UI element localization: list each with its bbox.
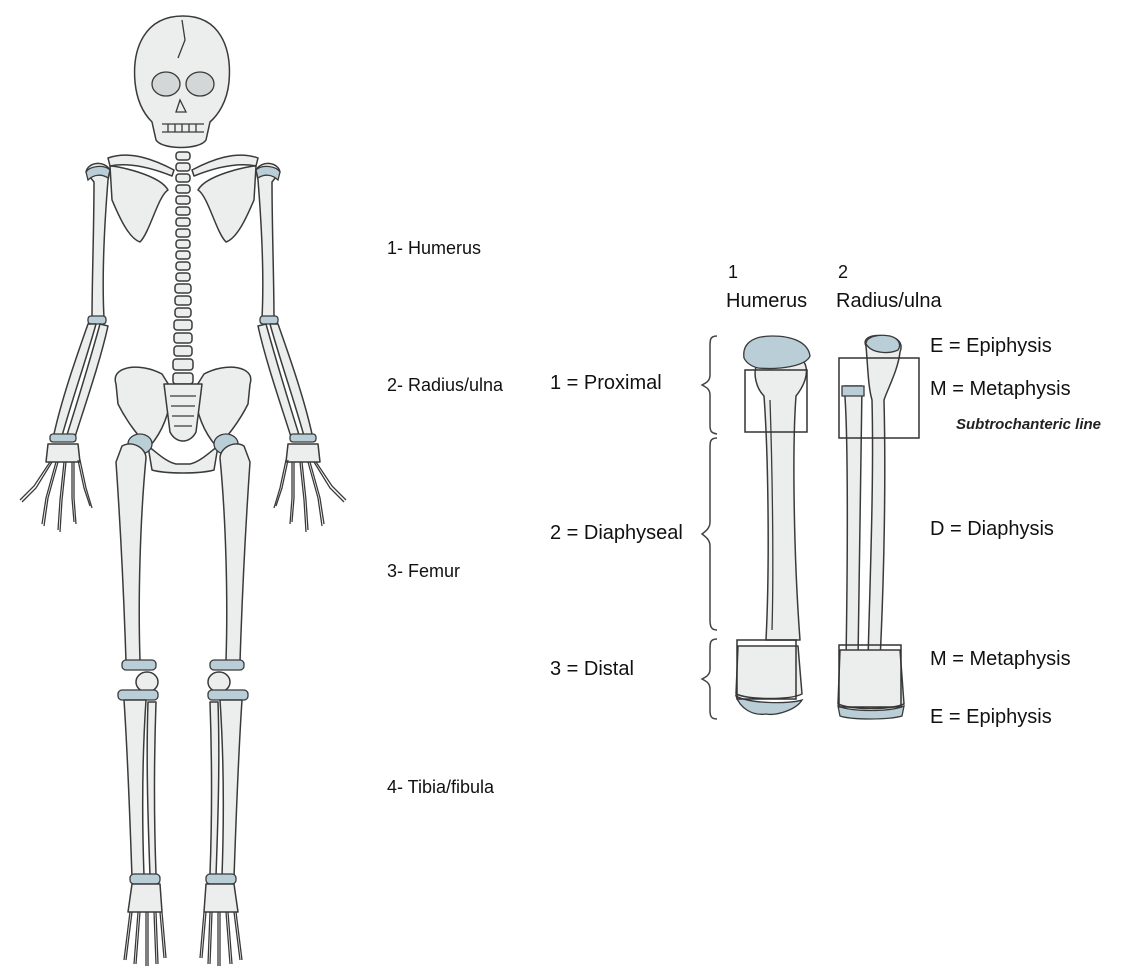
skull: [135, 16, 230, 148]
label-tibia-fibula: 4- Tibia/fibula: [387, 777, 494, 798]
column-radius-number: 2: [838, 262, 848, 283]
part-diaphysis: D = Diaphysis: [930, 518, 1054, 541]
diaphyseal-brace: [702, 438, 717, 630]
part-metaphysis-top: M = Metaphysis: [930, 378, 1071, 401]
label-femur: 3- Femur: [387, 561, 460, 582]
skeleton-figure: [20, 16, 346, 966]
hands: [20, 444, 346, 532]
region-diaphyseal: 2 = Diaphyseal: [550, 522, 683, 545]
feet: [124, 884, 242, 966]
humerus-detail: [736, 336, 810, 714]
spine: [173, 152, 193, 384]
part-metaphysis-bottom: M = Metaphysis: [930, 648, 1071, 671]
proximal-brace: [702, 336, 717, 434]
part-epiphysis-bottom: E = Epiphysis: [930, 706, 1052, 729]
distal-brace: [702, 639, 717, 719]
label-humerus: 1- Humerus: [387, 238, 481, 259]
region-proximal: 1 = Proximal: [550, 372, 662, 395]
part-epiphysis-top: E = Epiphysis: [930, 335, 1052, 358]
column-radius-name: Radius/ulna: [836, 290, 942, 313]
label-radius-ulna: 2- Radius/ulna: [387, 375, 503, 396]
legs: [116, 444, 250, 884]
subtrochanteric-line-note: Subtrochanteric line: [956, 416, 1121, 433]
column-humerus-name: Humerus: [726, 290, 807, 313]
radius-ulna-detail: [838, 335, 904, 719]
column-humerus-number: 1: [728, 262, 738, 283]
region-distal: 3 = Distal: [550, 658, 634, 681]
